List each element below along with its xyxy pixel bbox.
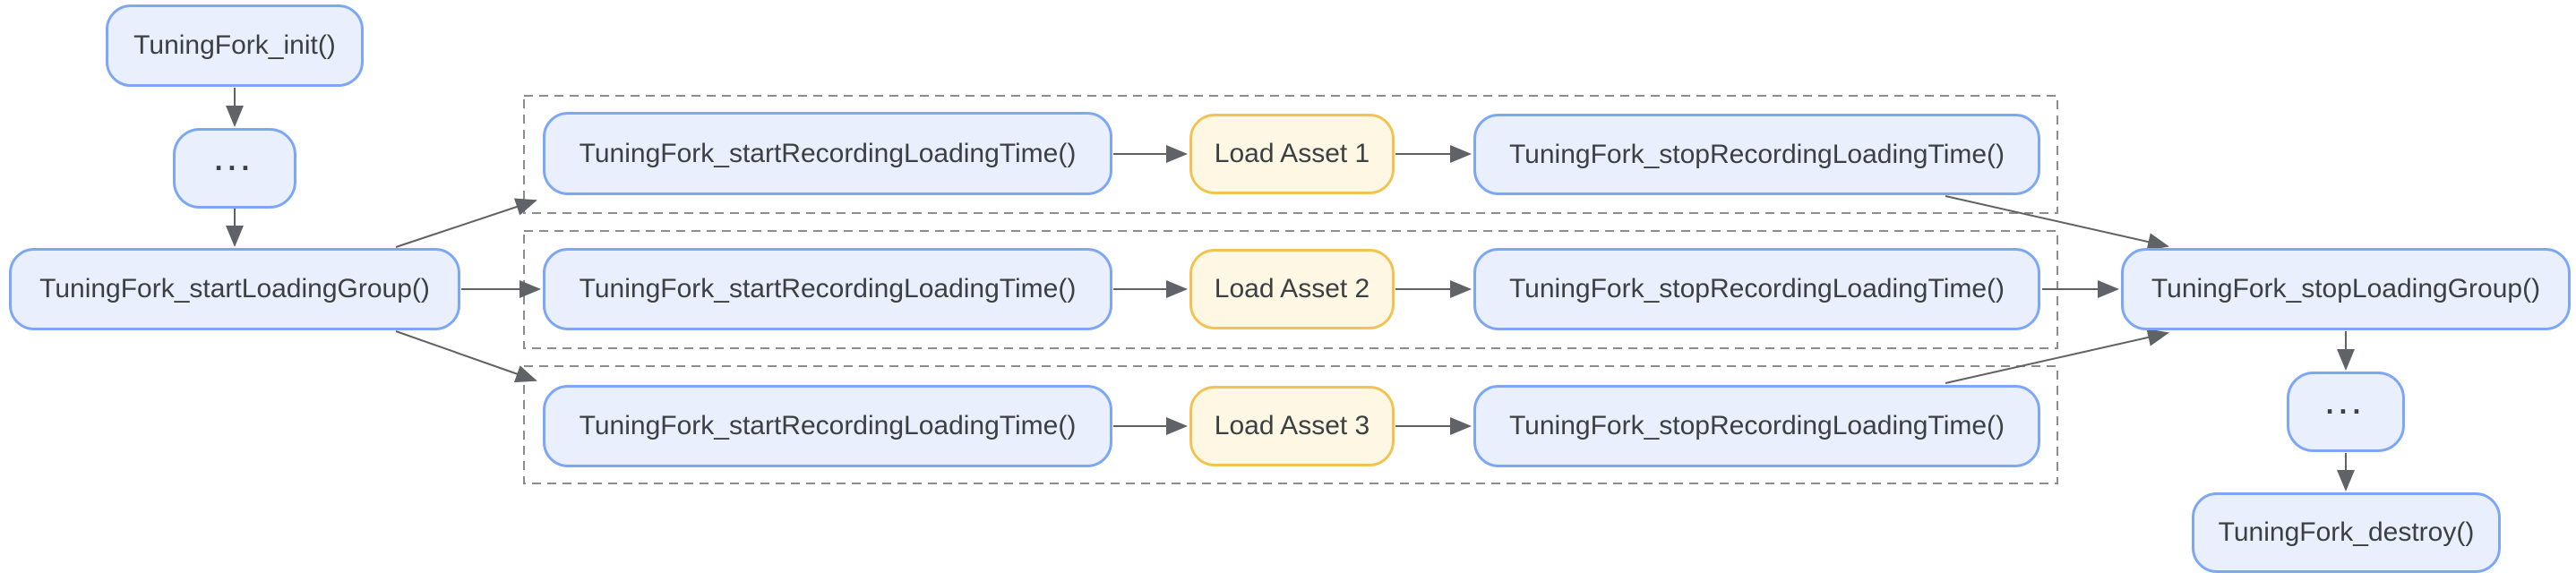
node-row3-start-recording: TuningFork_startRecordingLoadingTime() — [543, 385, 1112, 467]
node-row1-start-recording: TuningFork_startRecordingLoadingTime() — [543, 112, 1112, 195]
node-tuningfork-init: TuningFork_init() — [106, 4, 364, 87]
node-row1-stop-recording: TuningFork_stopRecordingLoadingTime() — [1473, 114, 2040, 195]
node-ellipsis-top: ... — [173, 128, 296, 209]
loading-group-outline-3 — [523, 365, 2058, 484]
node-row2-start-recording: TuningFork_startRecordingLoadingTime() — [543, 248, 1112, 330]
node-row1-load-asset: Load Asset 1 — [1189, 114, 1395, 194]
ellipsis-top-label: ... — [214, 143, 255, 176]
node-row3-stop-recording: TuningFork_stopRecordingLoadingTime() — [1473, 385, 2040, 467]
arrow-row1-stop-to-stop-loading-group — [1945, 195, 2169, 251]
loading-group-outline-1 — [523, 95, 2058, 214]
arrow-start-loading-group-to-row1 — [395, 198, 537, 248]
node-row3-load-asset: Load Asset 3 — [1189, 386, 1395, 466]
node-row2-load-asset: Load Asset 2 — [1189, 249, 1395, 329]
node-tuningfork-destroy: TuningFork_destroy() — [2192, 492, 2501, 573]
node-ellipsis-bottom: ... — [2287, 372, 2405, 452]
arrow-start-loading-group-to-row3 — [395, 330, 537, 383]
node-start-loading-group: TuningFork_startLoadingGroup() — [9, 248, 460, 330]
node-row2-stop-recording: TuningFork_stopRecordingLoadingTime() — [1473, 248, 2040, 330]
node-stop-loading-group: TuningFork_stopLoadingGroup() — [2121, 248, 2571, 330]
arrow-row3-stop-to-stop-loading-group — [1945, 329, 2169, 384]
ellipsis-bottom-label: ... — [2325, 387, 2366, 420]
